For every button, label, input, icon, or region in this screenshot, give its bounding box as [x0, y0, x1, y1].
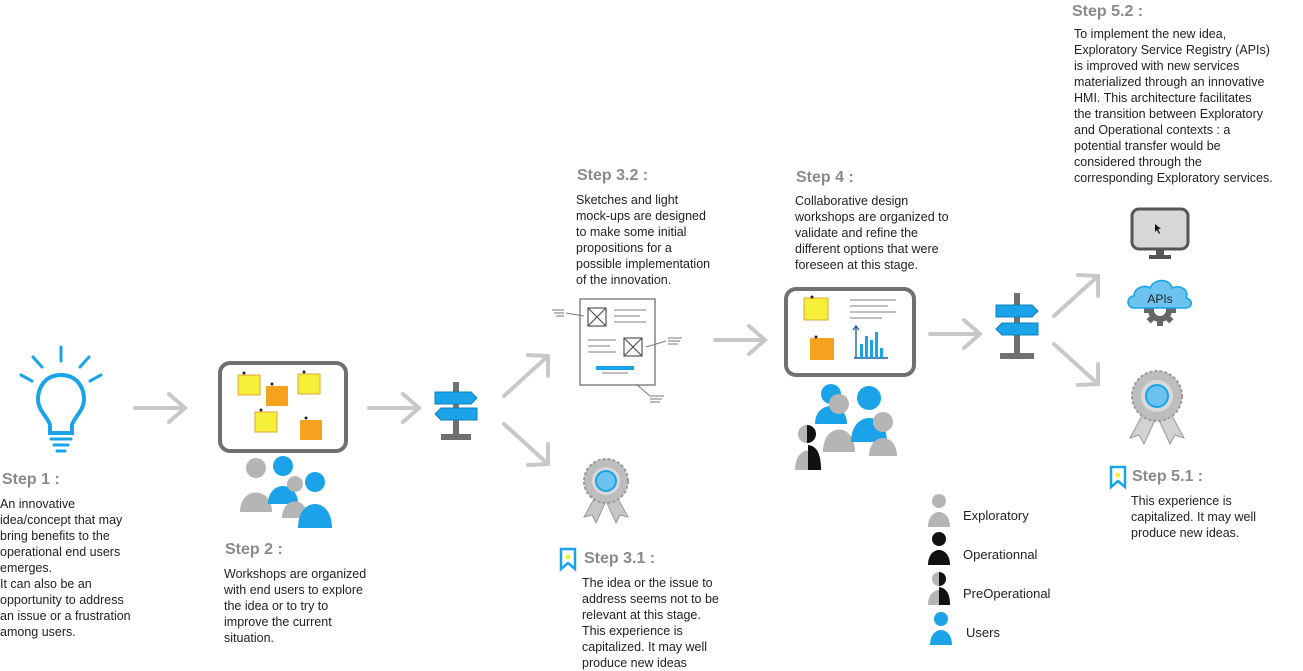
workshop-board-icon	[218, 361, 348, 453]
arrow-up-right-icon	[502, 353, 550, 398]
step5-2-title: Step 5.2 :	[1072, 3, 1144, 20]
step5-1-title: Step 5.1 :	[1132, 468, 1204, 485]
user-group-icon	[240, 456, 332, 528]
step2-text: Workshops are organized with end users t…	[224, 567, 367, 645]
signpost-icon	[434, 382, 478, 440]
api-cloud-label: APIs	[1147, 292, 1173, 306]
signpost-icon	[995, 293, 1039, 359]
arrow-down-right-icon	[502, 422, 550, 467]
arrow-down-right-icon	[1052, 342, 1100, 387]
award-ribbon-icon	[583, 458, 629, 525]
legend-label-operationnal: Operationnal	[963, 547, 1038, 562]
mixed-user-group-icon	[795, 384, 897, 470]
arrow-right-icon	[367, 392, 423, 424]
step5-2-text: To implement the new idea, Exploratory S…	[1074, 27, 1273, 185]
lightbulb-icon	[19, 345, 103, 453]
step1-title: Step 1 :	[2, 471, 60, 488]
arrow-right-icon	[928, 318, 984, 350]
design-board-icon	[784, 287, 916, 377]
step1-text: An innovative idea/concept that may brin…	[0, 497, 131, 639]
person-half-icon	[928, 572, 950, 605]
mockup-document-icon	[552, 298, 682, 403]
legend-label-preoperational: PreOperational	[963, 586, 1051, 601]
person-black-icon	[928, 532, 950, 565]
step4-text: Collaborative design workshops are organ…	[795, 194, 949, 272]
legend-label-users: Users	[966, 625, 1000, 640]
legend-label-exploratory: Exploratory	[963, 508, 1029, 523]
step3-2-title: Step 3.2 :	[577, 167, 649, 184]
person-blue-icon	[930, 612, 952, 645]
step2-title: Step 2 :	[225, 541, 283, 558]
award-ribbon-icon	[1128, 370, 1186, 446]
person-gray-icon	[928, 494, 950, 527]
arrow-right-icon	[713, 324, 769, 356]
bookmark-icon	[1109, 465, 1127, 490]
step5-1-text: This experience is capitalized. It may w…	[1131, 494, 1257, 540]
step4-title: Step 4 :	[796, 169, 854, 186]
step3-1-title: Step 3.1 :	[584, 550, 656, 567]
step3-2-text: Sketches and light mock-ups are designed…	[576, 193, 711, 287]
arrow-right-icon	[133, 392, 189, 424]
arrow-up-right-icon	[1052, 273, 1100, 318]
bookmark-icon	[559, 547, 577, 572]
monitor-icon	[1130, 207, 1190, 259]
step3-1-text: The idea or the issue to address seems n…	[582, 576, 719, 670]
api-cloud-icon	[1127, 279, 1192, 326]
